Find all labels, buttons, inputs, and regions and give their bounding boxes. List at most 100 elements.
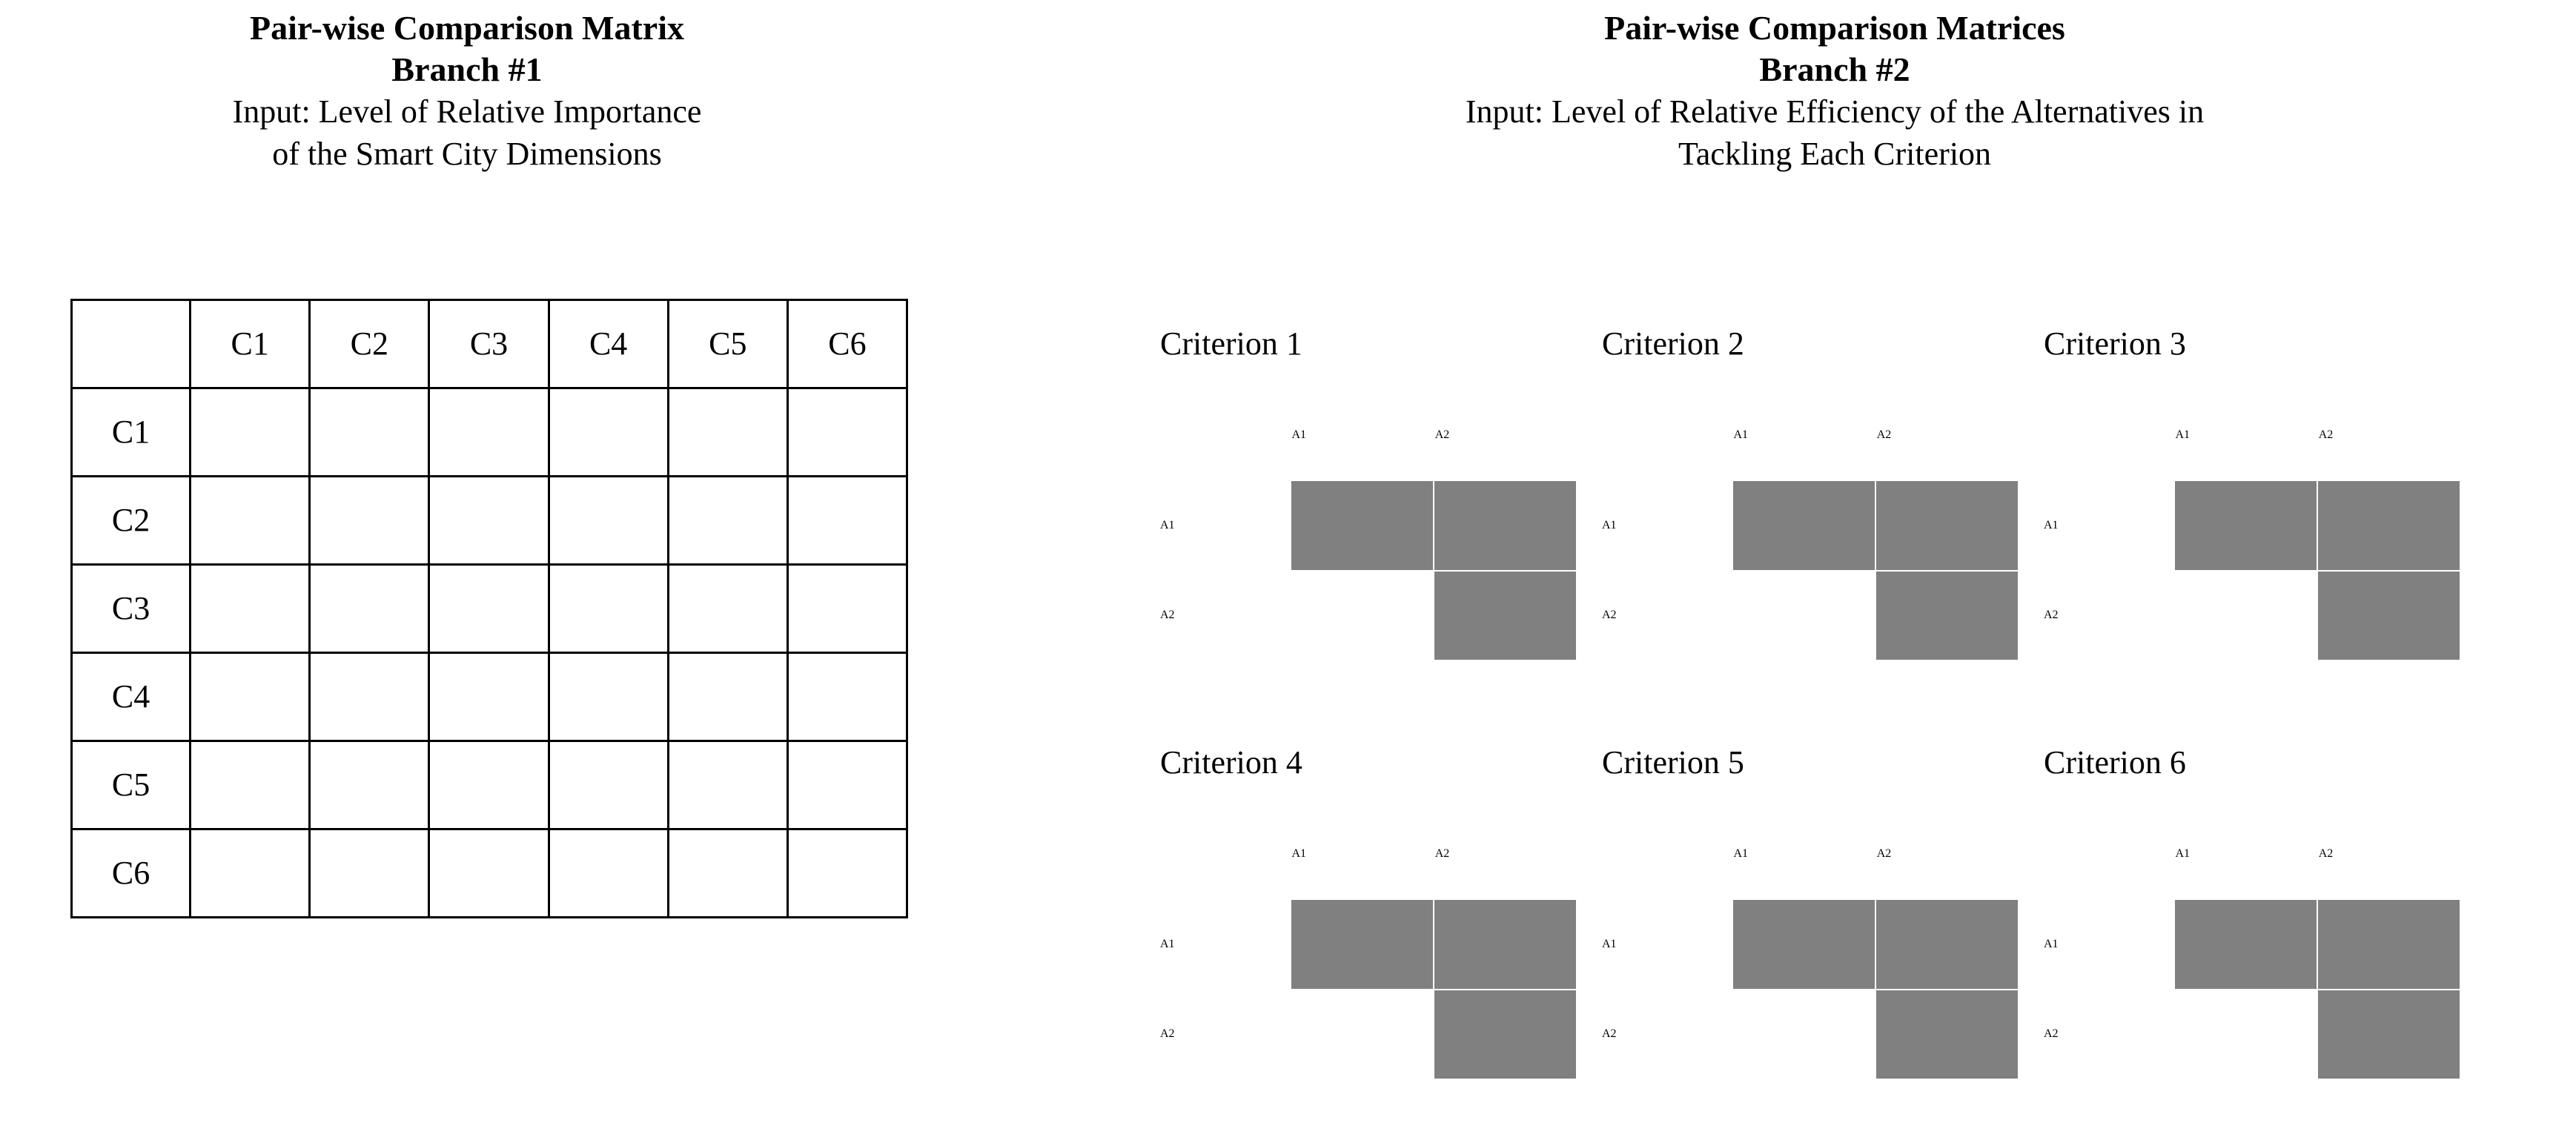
matrix-cell-c6-c6[interactable]	[786, 828, 909, 918]
criterion-2-cell-a2-a1[interactable]	[1732, 571, 1875, 660]
matrix-cell-c4-c5[interactable]	[666, 652, 789, 742]
matrix-cell-c2-c2[interactable]	[308, 475, 431, 566]
criterion-5-row-header-a1: A1	[1601, 900, 1732, 989]
criterion-4-cell-a1-a1[interactable]	[1291, 900, 1433, 989]
matrix-cell-c2-c1[interactable]	[189, 475, 311, 566]
criterion-2-cell-a2-a2[interactable]	[1875, 571, 2018, 660]
criterion-row: A2	[1159, 571, 1576, 660]
matrix-col-header-c2: C2	[308, 299, 431, 389]
matrix-cell-c4-c6[interactable]	[786, 652, 909, 742]
matrix-cell-c3-c4[interactable]	[547, 563, 669, 654]
criterion-5-cell-a2-a2[interactable]	[1875, 990, 2018, 1079]
criterion-table-5: Criterion 5 A1 A2 A1 A2	[1600, 715, 2019, 1080]
criterion-6-cell-a2-a2[interactable]	[2317, 990, 2460, 1079]
branch1-subtitle-line2: of the Smart City Dimensions	[272, 136, 662, 172]
criterion-3-cell-a1-a2[interactable]	[2317, 481, 2460, 570]
criterion-row: A2	[2043, 571, 2460, 660]
matrix-col-header-c3: C3	[428, 299, 550, 389]
criterion-row: A2	[1601, 571, 2018, 660]
matrix-cell-c6-c4[interactable]	[547, 828, 669, 918]
criterion-5-col-header-a2: A2	[1875, 809, 2018, 899]
criterion-4-col-header-a1: A1	[1291, 809, 1433, 899]
criterion-6-col-header-a1: A1	[2174, 809, 2317, 899]
criterion-table-6: Criterion 6 A1 A2 A1 A2	[2042, 715, 2461, 1080]
matrix-cell-c3-c1[interactable]	[189, 563, 311, 654]
criterion-6-row-header-a2: A2	[2043, 990, 2173, 1079]
criterion-4-cell-a2-a2[interactable]	[1434, 990, 1576, 1079]
criterion-table-2: Criterion 2 A1 A2 A1 A2	[1600, 297, 2019, 661]
matrix-cell-c5-c6[interactable]	[786, 740, 909, 830]
matrix-cell-c6-c5[interactable]	[666, 828, 789, 918]
criterion-4-cell-a2-a1[interactable]	[1291, 990, 1433, 1079]
matrix-cell-c3-c6[interactable]	[786, 563, 909, 654]
branch2-title-line1: Pair-wise Comparison Matrices	[1604, 9, 2065, 47]
matrix-row: C2	[70, 475, 909, 566]
branch1-title-line1: Pair-wise Comparison Matrix	[250, 9, 684, 47]
criterion-5-cell-a2-a1[interactable]	[1732, 990, 1875, 1079]
criterion-6-cell-a1-a2[interactable]	[2317, 900, 2460, 989]
criterion-title-6: Criterion 6	[2043, 717, 2460, 809]
criterion-title-row: Criterion 4	[1159, 717, 1576, 809]
criterion-1-cell-a2-a2[interactable]	[1434, 571, 1576, 660]
matrix-cell-c6-c1[interactable]	[189, 828, 311, 918]
branch2-subtitle-line1: Input: Level of Relative Efficiency of t…	[1465, 93, 2205, 130]
matrix-cell-c6-c3[interactable]	[428, 828, 550, 918]
criterion-title-1: Criterion 1	[1159, 298, 1576, 390]
criterion-3-cell-a1-a1[interactable]	[2174, 481, 2317, 570]
matrix-row-header-c2: C2	[70, 475, 192, 566]
matrix-cell-c2-c4[interactable]	[547, 475, 669, 566]
criterion-1-cell-a1-a2[interactable]	[1434, 481, 1576, 570]
matrix-cell-c2-c6[interactable]	[786, 475, 909, 566]
criterion-5-cell-a1-a1[interactable]	[1732, 900, 1875, 989]
matrix-cell-c2-c5[interactable]	[666, 475, 789, 566]
matrix-cell-c1-c6[interactable]	[786, 387, 909, 477]
matrix-cell-c4-c1[interactable]	[189, 652, 311, 742]
criterion-2-cell-a1-a1[interactable]	[1732, 481, 1875, 570]
criterion-header-row: A1 A2	[1159, 809, 1576, 899]
matrix-cell-c3-c3[interactable]	[428, 563, 550, 654]
criterion-1-row-header-a1: A1	[1159, 481, 1290, 570]
criterion-1-cell-a1-a1[interactable]	[1291, 481, 1433, 570]
criterion-3-cell-a2-a2[interactable]	[2317, 571, 2460, 660]
matrix-cell-c2-c3[interactable]	[428, 475, 550, 566]
matrix-cell-c5-c2[interactable]	[308, 740, 431, 830]
criterion-row: A2	[1601, 990, 2018, 1079]
criterion-2-cell-a1-a2[interactable]	[1875, 481, 2018, 570]
matrix-cell-c1-c5[interactable]	[666, 387, 789, 477]
criterion-6-cell-a1-a1[interactable]	[2174, 900, 2317, 989]
matrix-row-header-c4: C4	[70, 652, 192, 742]
matrix-cell-c5-c3[interactable]	[428, 740, 550, 830]
branch1-heading: Pair-wise Comparison Matrix Branch #1 In…	[0, 7, 934, 175]
criterion-3-corner-cell	[2043, 391, 2173, 480]
matrix-cell-c5-c5[interactable]	[666, 740, 789, 830]
matrix-cell-c3-c5[interactable]	[666, 563, 789, 654]
matrix-cell-c6-c2[interactable]	[308, 828, 431, 918]
matrix-cell-c4-c2[interactable]	[308, 652, 431, 742]
criterion-6-row-header-a1: A1	[2043, 900, 2173, 989]
matrix-cell-c1-c3[interactable]	[428, 387, 550, 477]
matrix-cell-c3-c2[interactable]	[308, 563, 431, 654]
criterion-3-cell-a2-a1[interactable]	[2174, 571, 2317, 660]
matrix-header-row: C1 C2 C3 C4 C5 C6	[70, 299, 909, 389]
matrix-cell-c4-c4[interactable]	[547, 652, 669, 742]
criterion-table-3: Criterion 3 A1 A2 A1 A2	[2042, 297, 2461, 661]
criterion-1-row-header-a2: A2	[1159, 571, 1290, 660]
matrix-cell-c1-c2[interactable]	[308, 387, 431, 477]
matrix-cell-c5-c1[interactable]	[189, 740, 311, 830]
branch2-heading: Pair-wise Comparison Matrices Branch #2 …	[1164, 7, 2506, 175]
criterion-5-row-header-a2: A2	[1601, 990, 1732, 1079]
branch2-title-line2: Branch #2	[1759, 50, 1910, 88]
matrix-cell-c5-c4[interactable]	[547, 740, 669, 830]
branch1-subtitle-line1: Input: Level of Relative Importance	[232, 93, 702, 130]
criterion-3-col-header-a2: A2	[2317, 391, 2460, 480]
criterion-row: A1	[1159, 900, 1576, 989]
matrix-col-header-c1: C1	[189, 299, 311, 389]
criterion-6-cell-a2-a1[interactable]	[2174, 990, 2317, 1079]
criterion-1-cell-a2-a1[interactable]	[1291, 571, 1433, 660]
criterion-5-cell-a1-a2[interactable]	[1875, 900, 2018, 989]
matrix-cell-c1-c1[interactable]	[189, 387, 311, 477]
matrix-cell-c4-c3[interactable]	[428, 652, 550, 742]
criterion-row: A1	[2043, 900, 2460, 989]
criterion-4-cell-a1-a2[interactable]	[1434, 900, 1576, 989]
matrix-cell-c1-c4[interactable]	[547, 387, 669, 477]
